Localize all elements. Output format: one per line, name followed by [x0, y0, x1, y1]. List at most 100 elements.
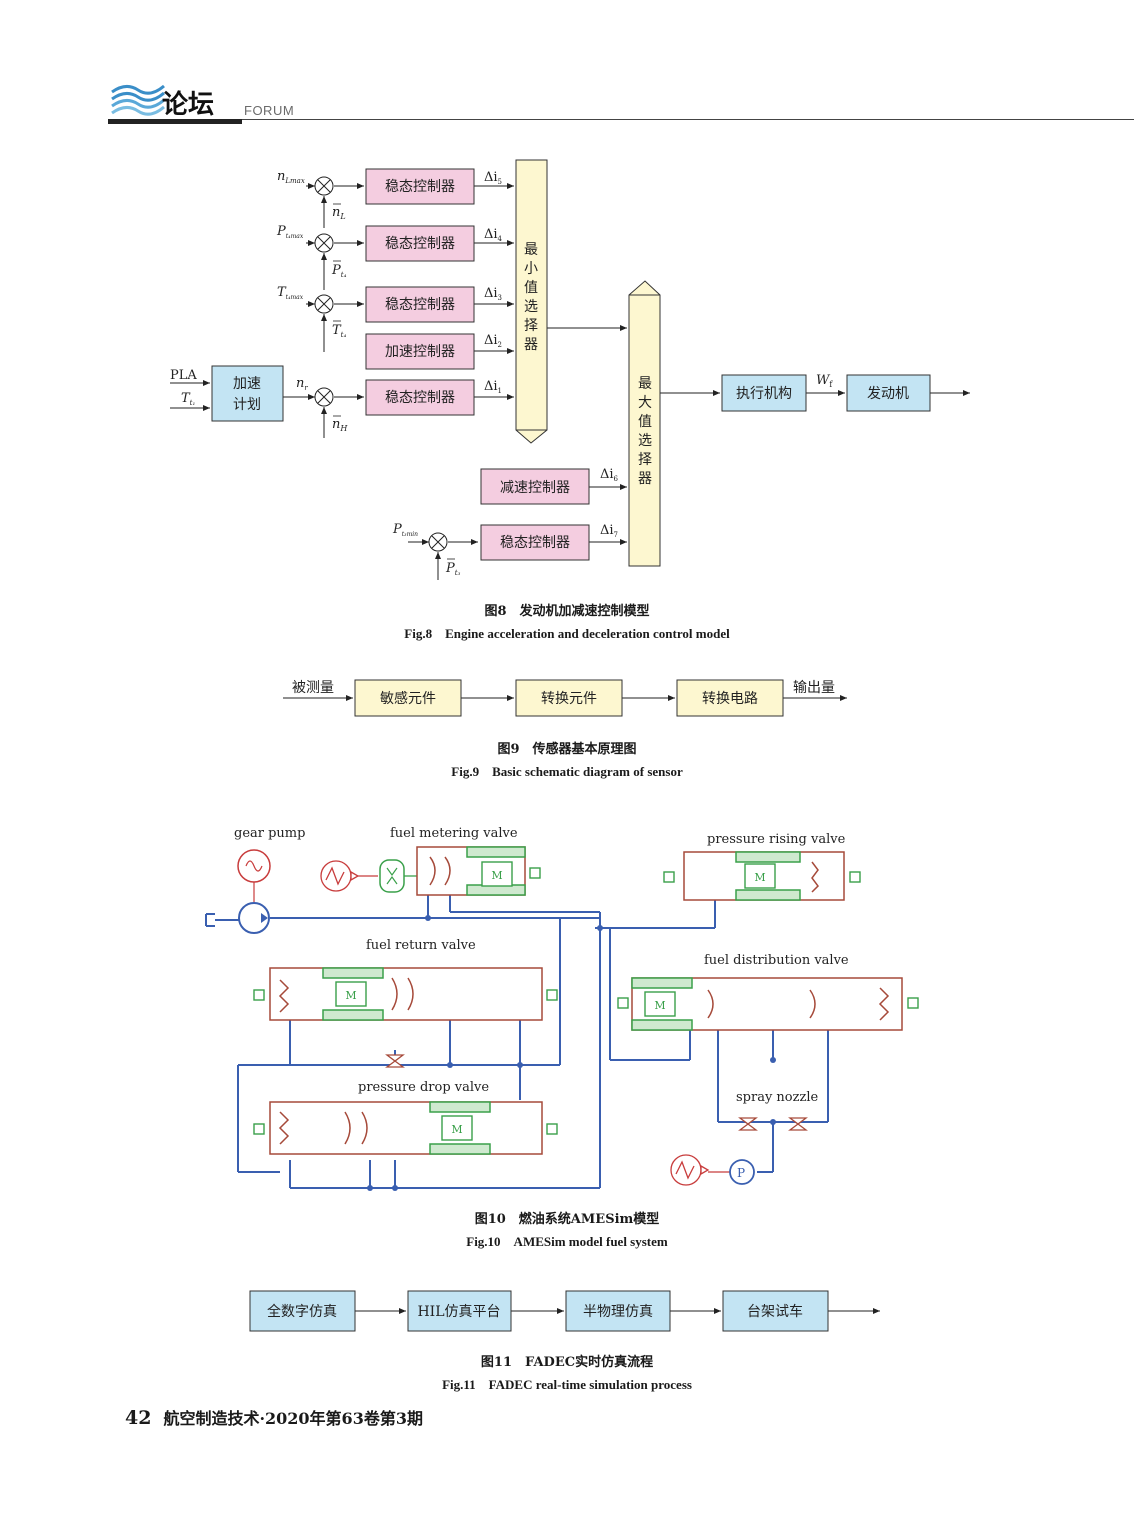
steady-controller-5-label: 稳态控制器: [500, 535, 570, 551]
label-spray-nozzle: spray nozzle: [736, 1090, 818, 1105]
fig9-block-1-label: 敏感元件: [380, 690, 436, 707]
svg-text:M: M: [754, 871, 765, 884]
fig11-step-2-label: HIL仿真平台: [417, 1304, 500, 1320]
input-tt-max: Tt₄max: [277, 285, 304, 301]
steady-controller-3-label: 稳态控制器: [385, 297, 455, 313]
fig10-caption-cn: 图10 燃油系统AMESim模型: [474, 1212, 660, 1227]
fuel-return-valve: [269, 967, 543, 1021]
fig11-step-3: [565, 1290, 671, 1332]
max-selector-char-5: 择: [638, 452, 652, 468]
actuator-label: 执行机构: [736, 386, 792, 402]
delta-1: Δi1: [484, 379, 502, 395]
fig9-input-label: 被测量: [292, 680, 334, 696]
fig11-step-1: [249, 1290, 356, 1332]
converter-icon: [379, 859, 418, 893]
min-selector-char-5: 择: [524, 318, 538, 334]
steady-controller-4-label: 稳态控制器: [385, 390, 455, 406]
signal-nr: nr: [296, 376, 308, 392]
fig9-block-2: [515, 679, 623, 717]
svg-text:M: M: [345, 989, 356, 1002]
input-pt-min: Pt₃min: [392, 522, 418, 538]
accel-controller: [365, 333, 475, 370]
fig11-step-3-label: 半物理仿真: [583, 1304, 653, 1320]
port-caps: [253, 867, 919, 1135]
label-fuel-metering: fuel metering valve: [390, 826, 518, 841]
fig9-output-label: 输出量: [793, 680, 835, 696]
input-pt-max: Pt₄max: [276, 224, 304, 240]
fuel-distribution-valve: [631, 977, 903, 1031]
max-selector-char-3: 值: [638, 414, 652, 430]
fig11-caption-en: Fig.11 FADEC real-time simulation proces…: [442, 1377, 692, 1392]
accel-plan-box: [211, 365, 284, 422]
steady-controller-5: [480, 524, 590, 561]
pressure-source-icon: P: [729, 1159, 755, 1185]
min-selector-char-2: 小: [524, 261, 538, 277]
pressure-drop-valve: [269, 1101, 543, 1155]
min-selector-char-6: 器: [524, 337, 538, 353]
delta-5: Δi5: [484, 170, 502, 186]
section-title: 论坛: [162, 90, 215, 120]
fig11-step-4-label: 台架试车: [747, 1303, 803, 1320]
fb-nl: nL: [332, 205, 346, 221]
steady-controller-1-label: 稳态控制器: [385, 179, 455, 195]
fig9-block-3-label: 转换电路: [702, 690, 758, 707]
label-fuel-distribution: fuel distribution valve: [704, 953, 849, 968]
fig8-diagram: 稳态控制器 稳态控制器 稳态控制器 加速控制器 稳态控制器 减速控制器 稳态控制…: [170, 159, 970, 580]
delta-4: Δi4: [484, 227, 503, 243]
label-gear-pump: gear pump: [234, 826, 305, 841]
section-subtitle: FORUM: [244, 103, 295, 118]
fig11-step-4: [722, 1290, 829, 1332]
svg-text:M: M: [654, 999, 665, 1012]
delta-6: Δi6: [600, 467, 619, 483]
max-selector-char-4: 选: [638, 433, 652, 449]
svg-text:P: P: [737, 1166, 745, 1180]
fig11-step-1-label: 全数字仿真: [267, 1303, 337, 1320]
min-selector-box: [515, 159, 548, 444]
fig9-block-1: [354, 679, 462, 717]
forum-logo-icon: [111, 84, 165, 116]
fig9-block-3: [676, 679, 784, 717]
accel-plan-line1: 加速: [233, 376, 261, 392]
fig9-block-2-label: 转换元件: [541, 690, 597, 707]
delta-7: Δi7: [600, 523, 618, 539]
min-selector-char-4: 选: [524, 299, 538, 315]
input-t1: Tt₁: [181, 391, 195, 407]
signal-source-icon: [320, 860, 730, 1186]
fig11-diagram: 全数字仿真 HIL仿真平台 半物理仿真 台架试车: [249, 1290, 880, 1332]
fig9-diagram: 敏感元件 转换元件 转换电路 被测量 输出量: [283, 679, 847, 717]
accel-plan-line2: 计划: [233, 397, 261, 413]
svg-text:M: M: [491, 869, 502, 882]
page-number: 42: [125, 1407, 152, 1429]
engine-label: 发动机: [867, 386, 909, 402]
header-rule-thin: [242, 119, 1134, 120]
engine-box: [846, 374, 931, 412]
steady-controller-3: [365, 286, 475, 323]
journal-info: 航空制造技术·2020年第63卷第3期: [163, 1409, 423, 1428]
max-selector-char-1: 最: [638, 376, 652, 392]
fig11-step-2: [407, 1290, 512, 1332]
gear-pump-icon: [205, 849, 271, 934]
input-pla: PLA: [170, 368, 197, 383]
label-pressure-rising: pressure rising valve: [707, 832, 846, 847]
max-selector-char-6: 器: [638, 471, 652, 487]
steady-controller-1: [365, 168, 475, 205]
fig10-caption-en: Fig.10 AMESim model fuel system: [466, 1234, 668, 1249]
label-pressure-drop: pressure drop valve: [358, 1080, 489, 1095]
fig11-caption-cn: 图11 FADEC实时仿真流程: [480, 1355, 654, 1370]
steady-controller-2: [365, 225, 475, 262]
signal-wf: Wf: [816, 373, 833, 389]
decel-controller-label: 减速控制器: [500, 480, 570, 496]
decel-controller: [480, 468, 590, 505]
label-fuel-return: fuel return valve: [366, 938, 476, 953]
max-selector-box: [628, 280, 661, 567]
actuator-box: [721, 374, 807, 412]
fig10-diagram: gear pump fuel metering valve pressure r…: [205, 826, 919, 1191]
fb-tt: Tt₄: [332, 323, 346, 339]
fb-pt: Pt₄: [331, 263, 347, 279]
min-selector-char-3: 值: [524, 280, 538, 296]
fig8-caption-en: Fig.8 Engine acceleration and decelerati…: [404, 626, 730, 641]
header-rule-thick: [108, 119, 242, 124]
max-selector-char-2: 大: [638, 395, 652, 411]
accel-controller-label: 加速控制器: [385, 344, 455, 360]
spray-nozzle-icon: [385, 1054, 808, 1131]
